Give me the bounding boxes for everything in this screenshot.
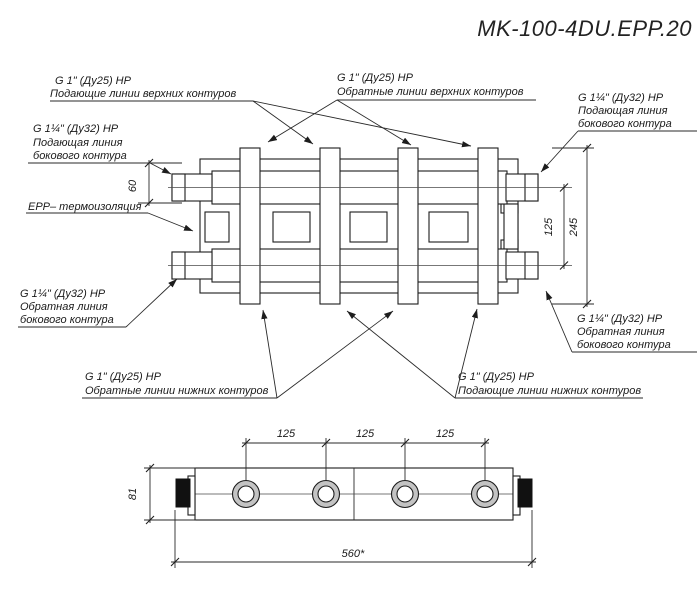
- label-return-lower-size: G 1" (Ду25) НР: [85, 371, 162, 383]
- dim-125-c-text: 125: [436, 428, 455, 440]
- section-labels: G 1" (Ду25) НР Подающие линии верхних ко…: [18, 72, 697, 399]
- label-side-return-right-desc1: Обратная линия: [577, 326, 665, 338]
- label-side-supply-right-desc1: Подающая линия: [578, 105, 668, 117]
- label-side-supply-right-desc2: бокового контура: [578, 118, 672, 130]
- insulation-windows: [204, 211, 469, 243]
- dim-125-side-text: 125: [543, 217, 555, 236]
- dim-125-a-text: 125: [277, 428, 296, 440]
- label-supply-upper-desc: Подающие линии верхних контуров: [50, 88, 236, 100]
- label-side-supply-left-desc2: бокового контура: [33, 150, 127, 162]
- circuit-pipe-3: [397, 147, 419, 305]
- vertical-circuit-pipes: [239, 147, 499, 305]
- label-side-supply-left-size: G 1¼" (Ду32) НР: [33, 123, 119, 135]
- label-supply-lower-size: G 1" (Ду25) НР: [458, 371, 535, 383]
- dim-60: 60: [127, 158, 182, 208]
- label-supply-upper-size: G 1" (Ду25) НР: [55, 75, 132, 87]
- label-side-return-left-size: G 1¼" (Ду32) НР: [20, 288, 106, 300]
- label-side-return-left-desc1: Обратная линия: [20, 301, 108, 313]
- label-side-return-right-desc2: бокового контура: [577, 339, 671, 351]
- label-side-return-right-size: G 1¼" (Ду32) НР: [577, 313, 663, 325]
- label-return-lower-desc: Обратные линии нижних контуров: [85, 385, 269, 397]
- label-epp-insulation: EPP– термоизоляция: [28, 201, 142, 213]
- right-side-channel: [500, 203, 519, 250]
- label-side-supply-right-size: G 1¼" (Ду32) НР: [578, 92, 664, 104]
- left-thread-cap: [175, 478, 191, 508]
- dim-60-text: 60: [127, 179, 139, 192]
- dim-81: 81: [127, 463, 196, 525]
- dim-125-b-text: 125: [356, 428, 375, 440]
- dim-81-text: 81: [127, 488, 139, 500]
- section-view: [168, 147, 572, 305]
- circuit-pipe-4: [477, 147, 499, 305]
- right-thread-cap: [517, 478, 533, 508]
- plan-ports: [231, 479, 500, 509]
- plan-view: [175, 467, 533, 521]
- label-supply-lower-desc: Подающие линии нижних контуров: [458, 385, 641, 397]
- dim-560: 560*: [170, 510, 537, 568]
- dim-245-text: 245: [568, 217, 580, 237]
- label-side-supply-left-desc1: Подающая линия: [33, 137, 123, 149]
- dim-560-text: 560*: [342, 548, 365, 560]
- label-return-upper-desc: Обратные линии верхних контуров: [337, 86, 524, 98]
- plan-end-caps: [175, 475, 533, 516]
- drawing-title: MK-100-4DU.EPP.20: [477, 16, 692, 41]
- beam-axis-lines: [168, 187, 572, 266]
- dim-125-pitch: 125 125 125: [241, 428, 490, 480]
- circuit-pipe-2: [319, 147, 341, 305]
- dim-245: 245: [552, 143, 594, 309]
- dim-125-side: 125: [543, 183, 569, 270]
- circuit-pipe-1: [239, 147, 261, 305]
- label-side-return-left-desc2: бокового контура: [20, 314, 114, 326]
- label-return-upper-size: G 1" (Ду25) НР: [337, 72, 414, 84]
